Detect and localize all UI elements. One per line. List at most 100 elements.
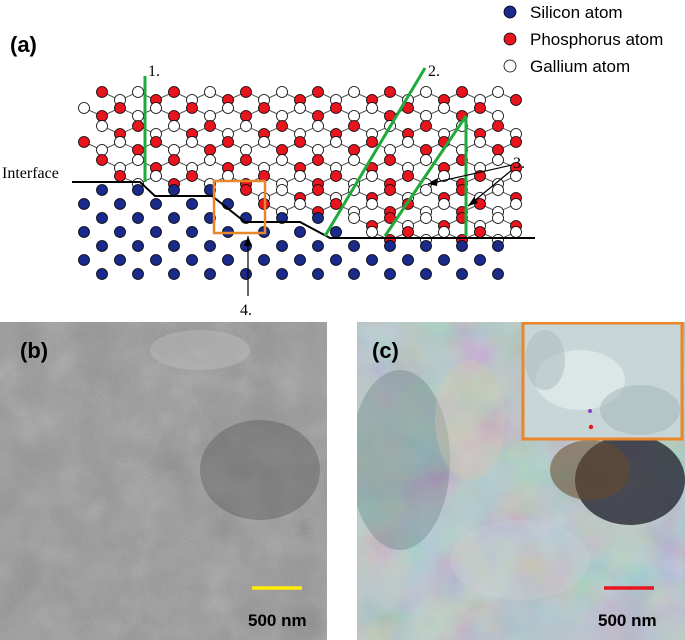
- silicon-atom: [168, 184, 180, 196]
- silicon-atom: [114, 254, 126, 266]
- gallium-atom: [168, 120, 180, 132]
- gallium-atom: [510, 198, 522, 210]
- gallium-atom: [294, 170, 306, 182]
- silicon-atom: [204, 268, 216, 280]
- gallium-atom: [384, 144, 396, 156]
- gallium-atom: [420, 86, 432, 98]
- gallium-atom: [348, 212, 360, 224]
- gallium-atom: [204, 154, 216, 166]
- silicon-atom: [276, 268, 288, 280]
- silicon-atom: [276, 240, 288, 252]
- annotation-3: 3.: [513, 155, 525, 172]
- gallium-atom: [312, 120, 324, 132]
- phosphorus-atom: [510, 136, 522, 148]
- silicon-atom: [78, 254, 90, 266]
- gallium-swatch: [503, 59, 517, 73]
- gallium-atom: [294, 198, 306, 210]
- phosphorus-atom: [132, 120, 144, 132]
- silicon-atom: [204, 240, 216, 252]
- scale-label-b: 500 nm: [248, 611, 307, 630]
- phosphorus-atom: [114, 170, 126, 182]
- silicon-atom: [312, 240, 324, 252]
- legend-label-silicon: Silicon atom: [530, 3, 623, 22]
- silicon-atom: [96, 184, 108, 196]
- gallium-atom: [348, 86, 360, 98]
- inset: [521, 322, 684, 441]
- silicon-atom: [384, 240, 396, 252]
- panel-b: (b) 500 nm: [0, 322, 327, 640]
- silicon-atom: [402, 254, 414, 266]
- legend-label-gallium: Gallium atom: [530, 57, 630, 76]
- gallium-atom: [168, 144, 180, 156]
- annotation-1: 1.: [148, 63, 160, 80]
- panel-b-label: (b): [20, 338, 48, 363]
- silicon-swatch: [503, 5, 517, 19]
- silicon-atom: [96, 268, 108, 280]
- phosphorus-atom: [330, 198, 342, 210]
- gallium-atom: [276, 86, 288, 98]
- phosphorus-atom: [492, 120, 504, 132]
- gallium-atom: [438, 102, 450, 114]
- gallium-atom: [114, 136, 126, 148]
- silicon-atom: [294, 226, 306, 238]
- phosphorus-atom: [240, 110, 252, 122]
- legend-item-gallium: Gallium atom: [503, 57, 630, 76]
- silicon-atom: [330, 254, 342, 266]
- phosphorus-atom: [492, 144, 504, 156]
- phosphorus-atom: [474, 198, 486, 210]
- silicon-atom: [132, 212, 144, 224]
- silicon-atom: [366, 254, 378, 266]
- silicon-atom: [168, 212, 180, 224]
- silicon-atom: [150, 198, 162, 210]
- phosphorus-atom: [78, 136, 90, 148]
- silicon-atom: [150, 226, 162, 238]
- gallium-atom: [474, 136, 486, 148]
- gallium-atom: [186, 136, 198, 148]
- silicon-atom: [348, 268, 360, 280]
- panel-c-label: (c): [372, 338, 399, 363]
- phosphorus-atom: [114, 102, 126, 114]
- silicon-atom: [222, 254, 234, 266]
- silicon-atom: [132, 240, 144, 252]
- gallium-atom: [420, 110, 432, 122]
- silicon-atom: [96, 212, 108, 224]
- gallium-atom: [438, 226, 450, 238]
- phosphorus-atom: [402, 170, 414, 182]
- silicon-atom: [312, 268, 324, 280]
- phosphorus-atom: [204, 144, 216, 156]
- gallium-atom: [312, 144, 324, 156]
- gallium-atom: [510, 170, 522, 182]
- silicon-atom: [186, 198, 198, 210]
- defect-line-3a: [383, 115, 468, 237]
- gallium-atom: [348, 154, 360, 166]
- silicon-atom: [186, 226, 198, 238]
- legend: Silicon atom Phosphorus atom Gallium ato…: [503, 3, 663, 76]
- gallium-atom: [366, 170, 378, 182]
- phosphorus-atom: [348, 120, 360, 132]
- gallium-atom: [294, 102, 306, 114]
- panel-c: (c) 500 nm: [357, 322, 685, 640]
- silicon-atom: [420, 268, 432, 280]
- silicon-atom: [456, 268, 468, 280]
- phosphorus-atom: [456, 86, 468, 98]
- silicon-atom: [114, 226, 126, 238]
- silicon-atom: [132, 184, 144, 196]
- phosphorus-atom: [240, 184, 252, 196]
- phosphorus-atom: [312, 110, 324, 122]
- phosphorus-atom: [384, 184, 396, 196]
- gallium-atom: [366, 102, 378, 114]
- phosphorus-atom: [312, 184, 324, 196]
- inset-border: [521, 322, 684, 441]
- gallium-atom: [276, 154, 288, 166]
- gallium-atom: [132, 110, 144, 122]
- defect-line-2: [323, 67, 427, 237]
- silicon-atom: [150, 254, 162, 266]
- silicon-atom: [78, 226, 90, 238]
- scale-label-c: 500 nm: [598, 611, 657, 630]
- silicon-atom: [348, 240, 360, 252]
- phosphorus-atom: [96, 86, 108, 98]
- gallium-atom: [438, 170, 450, 182]
- gallium-atom: [402, 136, 414, 148]
- silicon-atom: [168, 240, 180, 252]
- phosphorus-atom: [96, 110, 108, 122]
